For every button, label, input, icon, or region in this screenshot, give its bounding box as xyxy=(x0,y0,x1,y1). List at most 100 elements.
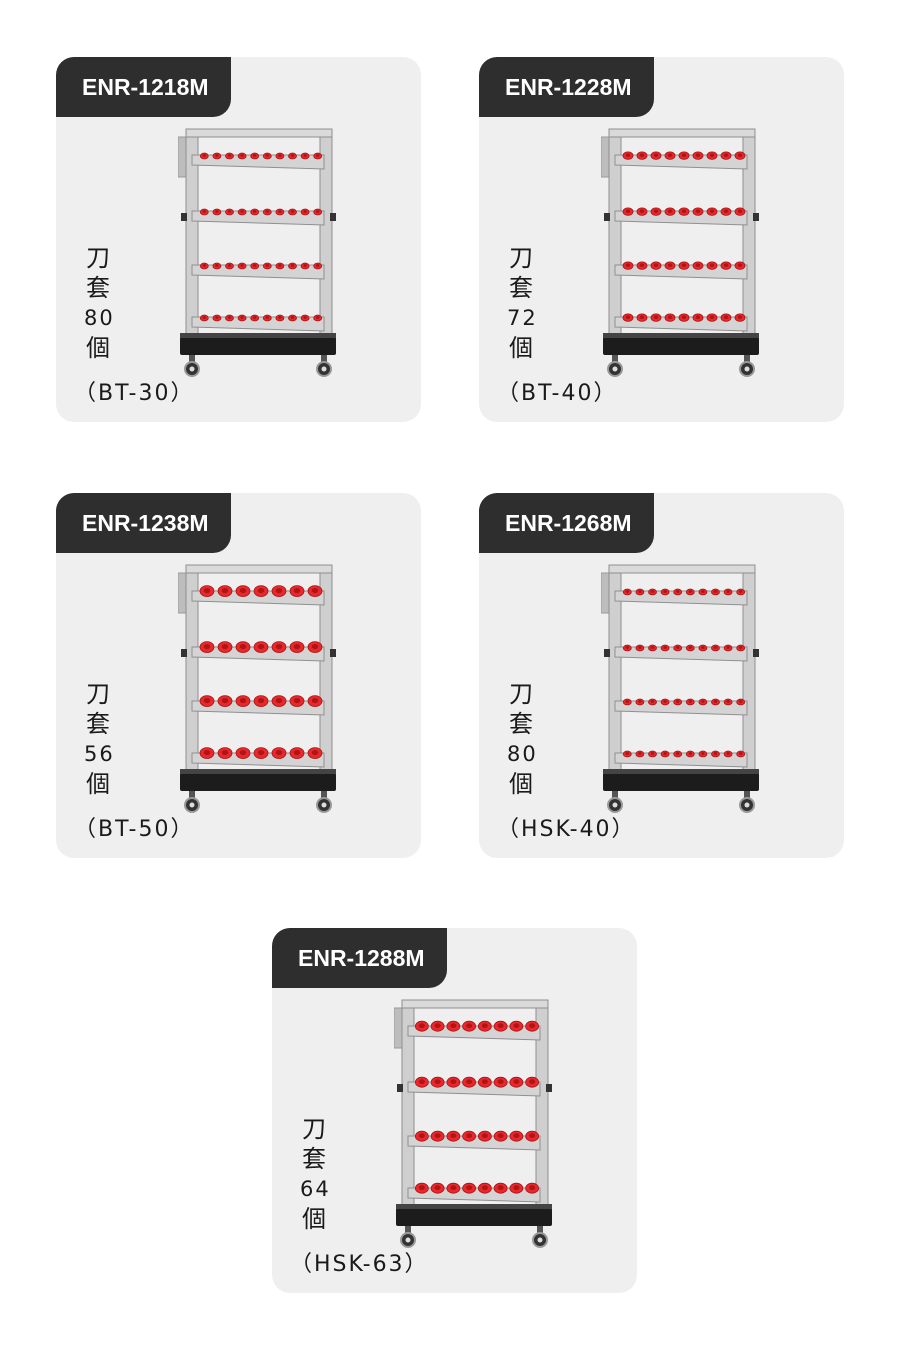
holder-bore xyxy=(293,749,301,756)
holder-bore xyxy=(315,316,320,319)
holder-bore xyxy=(239,587,247,594)
holder-bore xyxy=(695,263,701,267)
capacity-label: 刀 套 72 個 xyxy=(507,243,536,363)
holder-bore xyxy=(701,646,705,649)
holder-bore xyxy=(265,154,270,157)
holder-bore xyxy=(215,316,219,319)
caster-hub xyxy=(405,1237,411,1243)
count-unit: 個 xyxy=(86,770,110,798)
holder-bore xyxy=(252,264,257,267)
holder-count: 80 xyxy=(84,306,115,330)
holder-bore xyxy=(239,749,247,756)
holder-bore xyxy=(650,752,655,755)
caster-hub xyxy=(612,802,618,808)
holder-bore xyxy=(650,700,655,703)
holder-bore xyxy=(240,154,244,157)
holder-bore xyxy=(695,153,701,157)
holder-bore xyxy=(278,316,282,319)
holder-bore xyxy=(418,1023,425,1029)
holder-spec: （HSK-40） xyxy=(497,817,636,842)
holder-bore xyxy=(290,154,295,157)
holder-bore xyxy=(667,263,673,267)
holder-bore xyxy=(257,587,265,594)
knob xyxy=(397,1084,403,1092)
holder-bore xyxy=(303,154,307,157)
rack-svg xyxy=(177,128,336,377)
holder-bore xyxy=(240,316,244,319)
holder-bore xyxy=(675,646,680,649)
holder-bore xyxy=(701,590,705,593)
holder-bore xyxy=(278,154,282,157)
holder-count: 56 xyxy=(84,742,115,766)
knob xyxy=(753,213,759,221)
holder-bore xyxy=(723,263,729,267)
holder-bore xyxy=(513,1133,520,1139)
holder-bore xyxy=(513,1185,520,1191)
holder-bore xyxy=(497,1133,504,1139)
holder-bore xyxy=(653,209,659,213)
holder-bore xyxy=(638,700,642,703)
rack-svg xyxy=(177,564,336,813)
product-card-enr-1218m: ENR-1218M 刀 套 80 個 （BT-30） xyxy=(56,57,421,422)
holder-bore xyxy=(252,154,257,157)
side-bracket xyxy=(600,136,610,178)
holder-bore xyxy=(252,316,257,319)
capacity-label: 刀 套 56 個 xyxy=(84,679,115,799)
holder-bore xyxy=(450,1079,457,1085)
holder-bore xyxy=(713,646,718,649)
holder-bore xyxy=(257,643,265,650)
holder-bore xyxy=(275,749,283,756)
caster-hub xyxy=(321,802,327,808)
holder-bore xyxy=(203,697,211,704)
holder-bore xyxy=(726,590,730,593)
holder-bore xyxy=(466,1185,473,1191)
label-char-1: 刀 xyxy=(302,1115,326,1143)
holder-bore xyxy=(737,209,743,213)
label-char-2: 套 xyxy=(509,274,533,302)
holder-bore xyxy=(497,1079,504,1085)
tool-rack-image xyxy=(177,127,343,387)
side-bracket xyxy=(393,1007,403,1049)
holder-bore xyxy=(663,646,667,649)
tool-rack-image xyxy=(600,127,766,387)
model-tag: ENR-1238M xyxy=(56,493,231,553)
holder-bore xyxy=(625,752,630,755)
holder-bore xyxy=(688,700,693,703)
holder-bore xyxy=(529,1079,536,1085)
holder-bore xyxy=(315,210,320,213)
holder-bore xyxy=(278,264,282,267)
holder-bore xyxy=(723,315,729,319)
holder-bore xyxy=(709,263,715,267)
holder-bore xyxy=(667,315,673,319)
holder-bore xyxy=(726,700,730,703)
product-card-enr-1238m: ENR-1238M 刀 套 56 個 （BT-50） xyxy=(56,493,421,858)
holder-bore xyxy=(215,154,219,157)
knob xyxy=(604,649,610,657)
product-card-enr-1288m: ENR-1288M 刀 套 64 個 （HSK-63） xyxy=(272,928,637,1293)
holder-bore xyxy=(450,1185,457,1191)
count-unit: 個 xyxy=(509,334,533,362)
count-unit: 個 xyxy=(302,1205,326,1233)
holder-bore xyxy=(290,316,295,319)
holder-bore xyxy=(737,153,743,157)
holder-bore xyxy=(311,643,319,650)
holder-bore xyxy=(701,700,705,703)
model-tag: ENR-1288M xyxy=(272,928,447,988)
knob xyxy=(330,649,336,657)
holder-bore xyxy=(202,154,207,157)
base-rim xyxy=(603,333,759,338)
holder-bore xyxy=(653,153,659,157)
label-char-1: 刀 xyxy=(86,244,110,272)
base-tray xyxy=(603,773,759,791)
holder-bore xyxy=(695,209,701,213)
holder-bore xyxy=(450,1133,457,1139)
holder-bore xyxy=(497,1023,504,1029)
holder-bore xyxy=(311,749,319,756)
knob xyxy=(181,213,187,221)
holder-bore xyxy=(723,153,729,157)
knob xyxy=(546,1084,552,1092)
capacity-label: 刀 套 64 個 xyxy=(300,1114,329,1234)
holder-bore xyxy=(663,700,667,703)
holder-bore xyxy=(202,210,207,213)
count-unit: 個 xyxy=(86,334,110,362)
